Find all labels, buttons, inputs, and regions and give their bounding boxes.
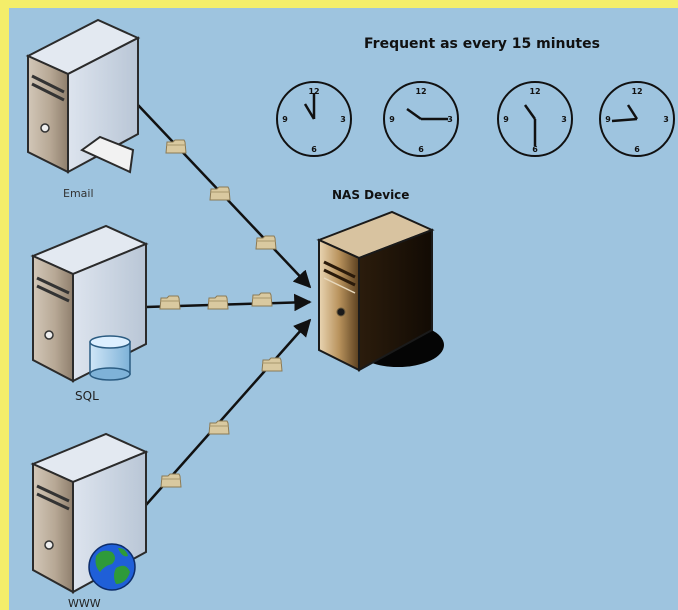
folder-icon — [255, 235, 277, 250]
clock-numeral: 12 — [529, 87, 540, 96]
folder-icon — [251, 292, 273, 307]
clock-numeral: 9 — [282, 115, 288, 124]
email-server-label: Email — [63, 187, 94, 200]
folder-icon — [207, 295, 229, 310]
clock-numeral: 6 — [311, 145, 317, 154]
folder-icon — [261, 357, 283, 372]
diagram-title: Frequent as every 15 minutes — [364, 36, 600, 52]
folder-icon — [159, 295, 181, 310]
email-server-icon — [25, 18, 141, 174]
folder-icon — [208, 420, 230, 435]
sql-server-label: SQL — [75, 389, 99, 403]
clock-numeral: 9 — [605, 115, 611, 124]
www-server-icon — [30, 432, 149, 594]
clock-1: 12 3 6 9 — [383, 81, 459, 157]
clock-numeral: 12 — [631, 87, 642, 96]
nas-device-icon — [316, 210, 444, 372]
clock-0: 12 3 6 9 — [276, 81, 352, 157]
clock-hour-hand — [303, 103, 316, 120]
clock-numeral: 3 — [447, 115, 453, 124]
clock-numeral: 9 — [389, 115, 395, 124]
envelope-icon — [80, 135, 135, 174]
clock-numeral: 3 — [663, 115, 669, 124]
sql-server-icon — [30, 224, 149, 383]
clock-numeral: 3 — [561, 115, 567, 124]
folder-icon — [209, 186, 231, 201]
clock-3: 12 3 6 9 — [599, 81, 675, 157]
clock-minute-hand — [611, 117, 638, 123]
clock-hour-hand — [523, 104, 537, 120]
clock-numeral: 6 — [418, 145, 424, 154]
database-icon — [89, 335, 131, 381]
globe-icon — [88, 543, 136, 591]
www-server-label: WWW — [68, 597, 101, 610]
clock-hour-hand — [626, 104, 639, 120]
clock-numeral: 3 — [340, 115, 346, 124]
clock-numeral: 6 — [634, 145, 640, 154]
clock-2: 12 3 6 9 — [497, 81, 573, 157]
clock-numeral: 9 — [503, 115, 509, 124]
clock-numeral: 12 — [415, 87, 426, 96]
folder-icon — [160, 473, 182, 488]
folder-icon — [165, 139, 187, 154]
clock-numeral: 12 — [308, 87, 319, 96]
clock-hour-hand — [406, 107, 422, 121]
clock-numeral: 6 — [532, 145, 538, 154]
nas-device-label: NAS Device — [332, 188, 410, 202]
